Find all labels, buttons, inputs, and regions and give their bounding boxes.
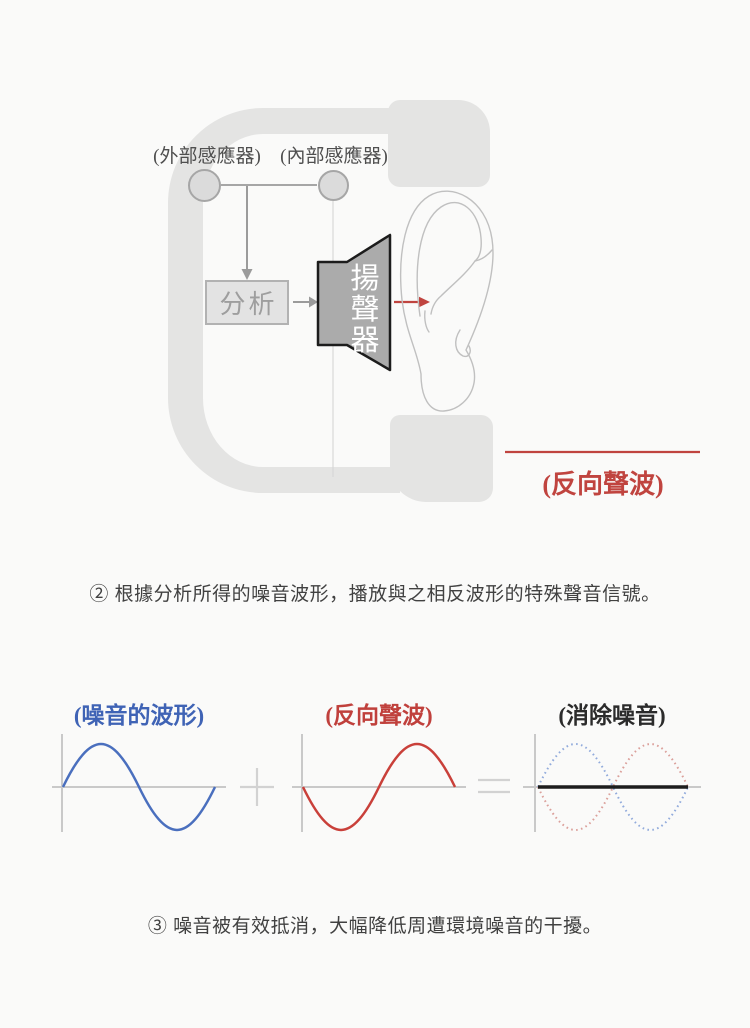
external-sensor-label: (外部感應器) [153, 146, 261, 167]
cancelled-waveform-plot [523, 734, 701, 832]
headphone-band [168, 108, 400, 493]
headphone-earcup-top [388, 100, 490, 187]
speaker-icon [316, 233, 392, 372]
equals-icon [478, 778, 510, 794]
inverse-wave-label-bottom: (反向聲波) [325, 703, 433, 728]
caption-step-3: ③ 噪音被有效抵消，大幅降低周遭環境噪音的干擾。 [147, 916, 603, 937]
analysis-box: 分析 [205, 280, 289, 325]
inverse-sine-curve [301, 743, 457, 831]
arrow-down-to-analysis-icon [241, 186, 253, 280]
internal-sensor-dot [318, 170, 349, 201]
noise-sine-curve [61, 743, 217, 831]
noise-waveform-plot [52, 734, 226, 832]
plus-icon [240, 768, 274, 806]
red-output-arrow-icon [394, 296, 430, 308]
arrow-right-to-speaker-icon [293, 296, 318, 308]
cancelled-noise-label: (消除噪音) [558, 703, 666, 728]
inverse-waveform-plot [292, 734, 466, 832]
ear-illustration [399, 190, 494, 412]
external-sensor-dot [188, 169, 221, 202]
caption-step-2: ② 根據分析所得的噪音波形，播放與之相反波形的特殊聲音信號。 [89, 584, 661, 605]
noise-wave-label: (噪音的波形) [73, 703, 205, 728]
top-diagram-canvas [221, 184, 700, 477]
inverse-wave-label-top: (反向聲波) [542, 470, 664, 499]
speaker-label: 揚聲器 [350, 263, 380, 357]
internal-sensor-label: (內部感應器) [280, 146, 388, 167]
headphone-earcup-bottom [390, 415, 493, 502]
